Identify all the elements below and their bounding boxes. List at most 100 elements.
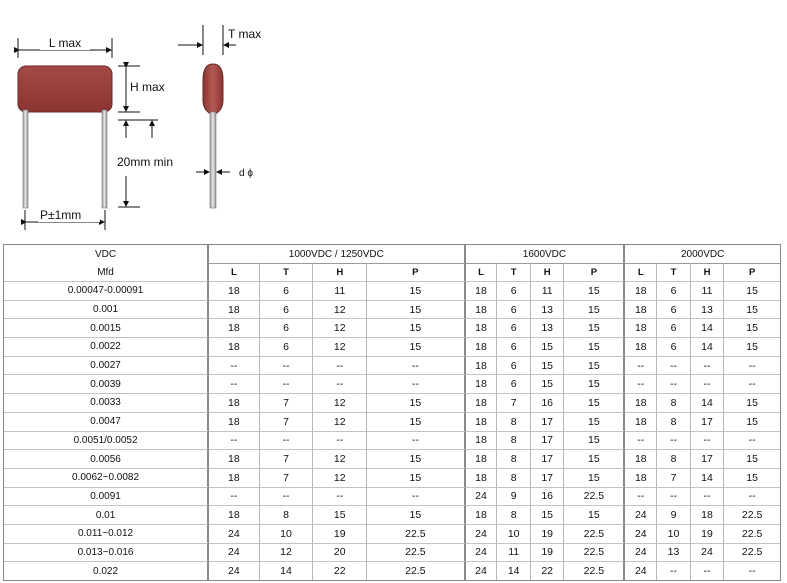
table-cell-l: -- — [625, 355, 657, 375]
table-cell-l: 18 — [465, 467, 497, 487]
table-cell-t: 6 — [496, 355, 530, 375]
table-cell-t: 8 — [656, 449, 690, 468]
table-cell-t: 6 — [496, 374, 530, 394]
table-cell-t: 6 — [496, 337, 530, 356]
table-cell-p: 15 — [366, 299, 466, 319]
capacitance-label: 0.0033 — [4, 393, 210, 412]
l-max-label: L max — [49, 36, 81, 50]
table-cell-t: 7 — [258, 449, 313, 468]
table-cell-t: -- — [656, 374, 690, 394]
table-cell-p: 15 — [563, 393, 626, 412]
table-cell-l: 18 — [625, 299, 657, 319]
table-cell-t: 6 — [496, 299, 530, 319]
table-cell-h: -- — [312, 486, 367, 506]
capacitance-label: 0.0091 — [4, 486, 210, 506]
table-cell-l: 18 — [625, 393, 657, 412]
capacitance-label: 0.0062~0.0082 — [4, 467, 210, 487]
table-cell-p: 15 — [563, 281, 626, 300]
mfd-header: Mfd — [4, 263, 210, 281]
table-cell-l: 18 — [625, 411, 657, 431]
table-cell-l: 24 — [465, 523, 497, 543]
table-cell-p: 15 — [563, 355, 626, 375]
table-cell-t: 10 — [496, 523, 530, 543]
table-cell-p: 15 — [563, 337, 626, 356]
table-cell-h: 15 — [529, 355, 564, 375]
table-cell-p: 22.5 — [366, 523, 466, 543]
table-cell-t: 8 — [496, 505, 530, 524]
table-cell-p: 15 — [563, 299, 626, 319]
table-cell-p: 15 — [723, 299, 780, 319]
table-cell-t: 11 — [496, 542, 530, 562]
table-cell-t: 7 — [258, 411, 313, 431]
table-cell-l: 18 — [465, 430, 497, 450]
lead-length-label: 20mm min — [117, 155, 173, 169]
capacitance-label: 0.011~0.012 — [4, 523, 210, 543]
table-cell-p: -- — [366, 430, 466, 450]
capacitance-label: 0.0051/0.0052 — [4, 430, 210, 450]
capacitance-label: 0.001 — [4, 299, 210, 319]
table-cell-t: 9 — [496, 486, 530, 506]
lead-diameter-dimension: d ϕ — [196, 168, 253, 179]
table-cell-p: 22.5 — [366, 561, 466, 580]
group-header-1600vdc: 1600VDC — [466, 245, 626, 263]
table-cell-l: 24 — [625, 561, 657, 580]
table-cell-p: 15 — [366, 281, 466, 300]
t-max-label: T max — [228, 27, 261, 41]
capacitor-dimension-diagram: L max H max 20mm min P±1mm T max — [14, 25, 261, 230]
table-cell-h: -- — [312, 355, 367, 375]
table-cell-l: 24 — [465, 486, 497, 506]
table-cell-p: 15 — [366, 337, 466, 356]
capacitance-label: 0.022 — [4, 561, 210, 580]
table-cell-t: -- — [258, 430, 313, 450]
table-cell-t: 7 — [656, 467, 690, 487]
table-cell-t: 8 — [496, 411, 530, 431]
table-cell-l: 18 — [625, 467, 657, 487]
table-cell-h: 18 — [689, 505, 724, 524]
table-cell-l: 24 — [625, 542, 657, 562]
table-cell-t: 6 — [496, 281, 530, 300]
capacitance-label: 0.0015 — [4, 318, 210, 338]
table-cell-h: 17 — [689, 449, 724, 468]
table-cell-h: 15 — [529, 374, 564, 394]
table-cell-h: 19 — [529, 523, 564, 543]
table-cell-l: 18 — [209, 467, 259, 487]
capacitor-front-view — [17, 65, 113, 209]
table-cell-t: 8 — [258, 505, 313, 524]
table-cell-t: 7 — [496, 393, 530, 412]
table-cell-h: 22 — [312, 561, 367, 580]
table-cell-p: 15 — [563, 467, 626, 487]
table-cell-t: 6 — [656, 281, 690, 300]
column-header-t-group-2: T — [496, 263, 530, 281]
table-cell-l: -- — [209, 430, 259, 450]
table-cell-l: 24 — [625, 505, 657, 524]
group-header-1000-1250vdc: 1000VDC / 1250VDC — [209, 245, 466, 263]
table-cell-h: 20 — [312, 542, 367, 562]
table-cell-p: 15 — [366, 393, 466, 412]
group-header-2000vdc: 2000VDC — [681, 248, 725, 260]
table-cell-h: 14 — [689, 337, 724, 356]
table-cell-p: -- — [723, 561, 780, 580]
table-cell-h: 17 — [529, 430, 564, 450]
table-cell-h: 19 — [529, 542, 564, 562]
table-cell-t: 6 — [656, 337, 690, 356]
table-cell-l: 18 — [209, 318, 259, 337]
table-cell-p: 15 — [366, 411, 466, 431]
table-cell-h: 15 — [529, 505, 564, 524]
table-cell-h: 15 — [529, 337, 564, 356]
table-cell-t: 8 — [496, 430, 530, 450]
table-cell-h: 22 — [529, 561, 564, 580]
table-cell-l: 18 — [209, 393, 259, 412]
pitch-dimension: P±1mm — [21, 208, 106, 230]
table-cell-h: 15 — [312, 505, 367, 524]
capacitance-label: 0.0039 — [4, 374, 210, 394]
table-cell-t: 14 — [258, 561, 313, 580]
table-cell-t: 6 — [258, 318, 313, 338]
